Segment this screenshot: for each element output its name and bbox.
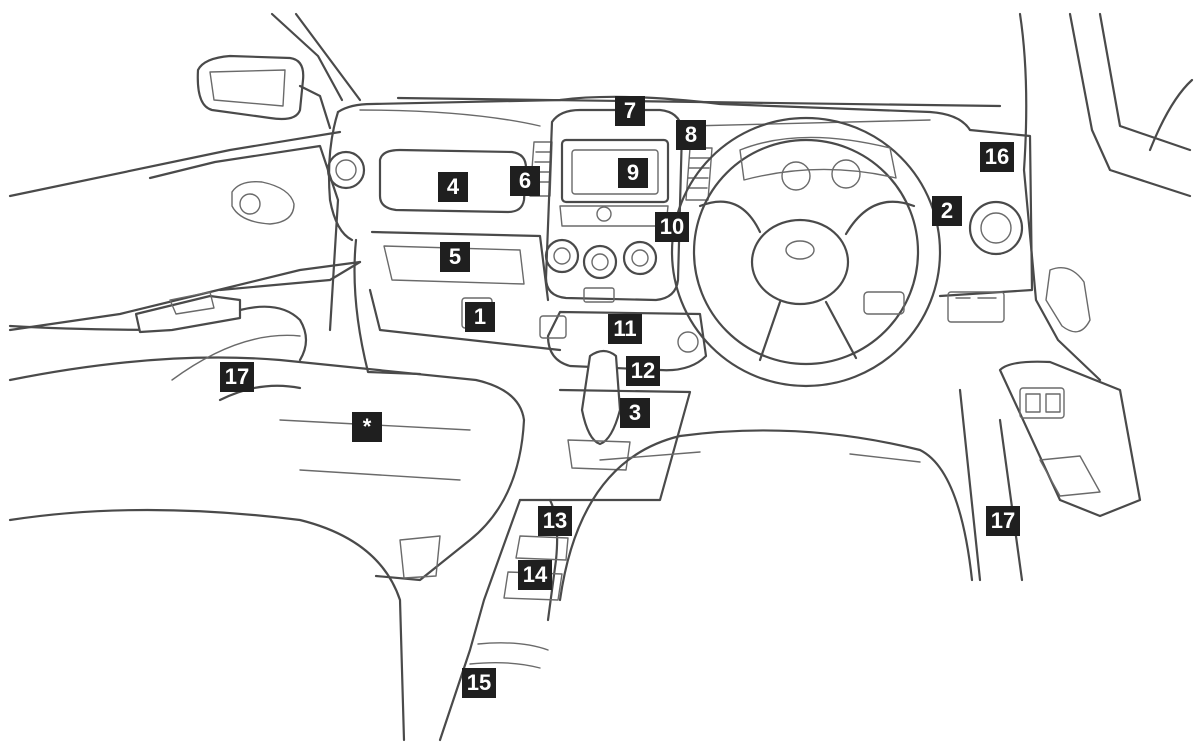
- callout-5: 5: [440, 242, 470, 272]
- callout-13: 13: [538, 506, 572, 536]
- callout-15: 15: [462, 668, 496, 698]
- callout-9: 9: [618, 158, 648, 188]
- callout-12: 12: [626, 356, 660, 386]
- callout-11: 11: [608, 314, 642, 344]
- callout-3: 3: [620, 398, 650, 428]
- callout-6: 6: [510, 166, 540, 196]
- callout-10: 10: [655, 212, 689, 242]
- callout-7: 7: [615, 96, 645, 126]
- callout-17-left: 17: [220, 362, 254, 392]
- callout-1: 1: [465, 302, 495, 332]
- callout-14: 14: [518, 560, 552, 590]
- callout-4: 4: [438, 172, 468, 202]
- callout-17-right: 17: [986, 506, 1020, 536]
- callout-16: 16: [980, 142, 1014, 172]
- callout-2: 2: [932, 196, 962, 226]
- callout-8: 8: [676, 120, 706, 150]
- callout-star: *: [352, 412, 382, 442]
